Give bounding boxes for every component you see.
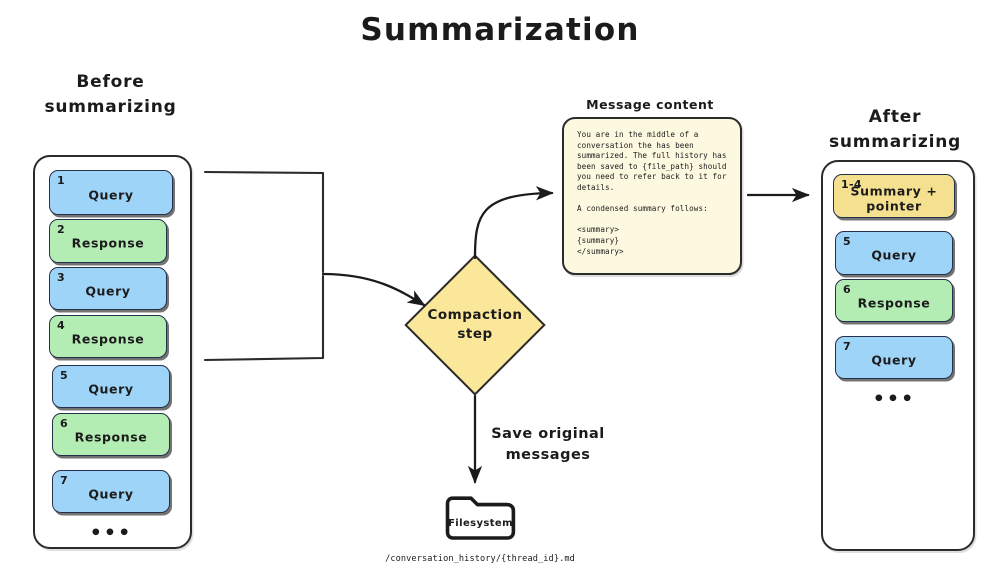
message-label: Response: [857, 295, 931, 310]
message-label: Query: [88, 381, 134, 396]
message-content-caption: Message content: [586, 97, 714, 112]
filesystem-node: Filesystem: [443, 492, 518, 542]
edge-compaction-to-message-content: [473, 186, 554, 260]
message-index: 3: [57, 271, 65, 284]
message-label: Response: [71, 331, 145, 346]
filesystem-path-caption: /conversation_history/{thread_id}.md: [385, 554, 575, 564]
after-ellipsis: •••: [872, 388, 916, 410]
message-index: 6: [843, 283, 851, 296]
message-label: Query: [85, 283, 131, 298]
message-index: 5: [843, 235, 851, 248]
before-ellipsis: •••: [89, 522, 133, 544]
message-label: Query: [88, 486, 134, 501]
message-content-panel: You are in the middle of a conversation …: [562, 117, 742, 275]
message-label: Summary +pointer: [850, 183, 938, 214]
page-title: Summarization: [360, 12, 640, 48]
message-index: 7: [843, 340, 851, 353]
message-index: 1: [57, 174, 65, 187]
message-label: Query: [88, 187, 134, 202]
message-label: Response: [71, 235, 145, 251]
bracket-bottom: [203, 274, 325, 362]
folder-icon: [445, 496, 516, 540]
message-index: 5: [60, 369, 68, 382]
message-label: Query: [871, 352, 917, 367]
message-index: 4: [57, 319, 65, 332]
filesystem-label: Filesystem: [448, 518, 513, 529]
message-index: 2: [57, 223, 65, 236]
message-label: Response: [74, 429, 148, 444]
message-label: Query: [871, 247, 917, 263]
message-index: 7: [60, 474, 68, 487]
bracket-top: [203, 170, 325, 274]
message-index: 6: [60, 417, 68, 430]
message-index: 1-4: [841, 178, 862, 191]
message-content-text: You are in the middle of a conversation …: [577, 130, 727, 256]
